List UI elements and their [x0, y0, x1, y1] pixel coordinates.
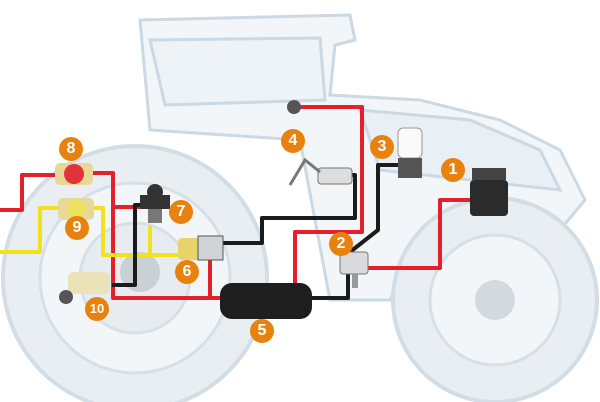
callout-3[interactable]: 3 [370, 135, 394, 159]
callout-7[interactable]: 7 [169, 200, 193, 224]
red-coupling-shape [55, 163, 93, 185]
callout-5[interactable]: 5 [250, 319, 274, 343]
callout-9[interactable]: 9 [65, 216, 89, 240]
air-dryer-shape [397, 127, 423, 178]
callout-6[interactable]: 6 [175, 260, 199, 284]
black-line [222, 173, 357, 245]
air-tank-shape [220, 283, 312, 319]
red-line [0, 173, 55, 212]
control-valve-shape [140, 184, 170, 223]
front-wheel [391, 196, 599, 402]
callout-8[interactable]: 8 [59, 137, 83, 161]
relay-valve-shape [178, 235, 224, 261]
yellow-line [0, 206, 178, 257]
compressor-shape [470, 168, 508, 216]
brake-pedal-knob [287, 100, 301, 114]
callout-1[interactable]: 1 [441, 158, 465, 182]
callout-10[interactable]: 10 [85, 297, 109, 321]
red-line [293, 105, 364, 285]
regulator-shape [339, 251, 369, 288]
callout-4[interactable]: 4 [281, 129, 305, 153]
red-line [360, 198, 470, 270]
yellow-coupling-shape [58, 198, 94, 220]
black-line [310, 163, 398, 300]
callout-2[interactable]: 2 [329, 232, 353, 256]
brake-valve-shape [288, 157, 353, 186]
single-coupling-shape [59, 272, 110, 304]
